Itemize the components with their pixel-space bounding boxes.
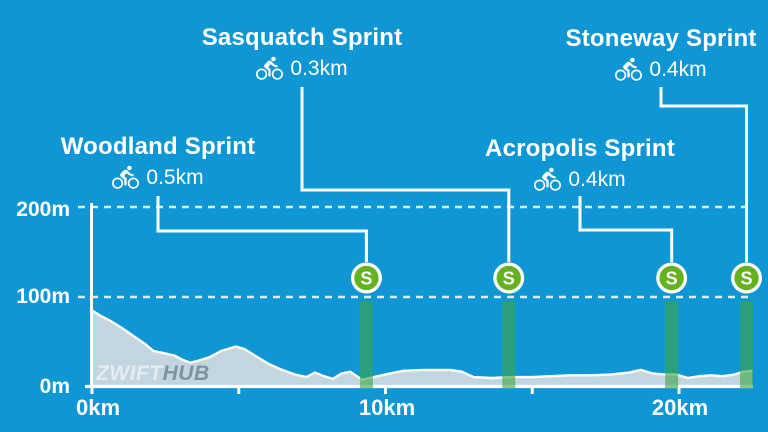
zwifthub-watermark: ZWIFTHUB <box>96 362 210 386</box>
sprint-length-row: 0.5km <box>0 164 318 191</box>
sprint-length: 0.3km <box>290 56 348 80</box>
x-axis-label-20km: 20km <box>651 395 709 420</box>
sprint-name: Acropolis Sprint <box>485 135 675 162</box>
sprint-length-row: 0.3km <box>142 55 462 82</box>
sprint-marker-letter: S <box>666 269 678 289</box>
sprint-bar <box>502 301 516 388</box>
sprint-name: Woodland Sprint <box>60 133 256 160</box>
sprint-bar <box>740 301 754 388</box>
sprint-callout-line <box>300 87 511 262</box>
sprint-marker <box>659 265 684 291</box>
sprint-length-row: 0.4km <box>501 56 768 83</box>
sprint-marker <box>354 265 379 291</box>
y-axis-label-200m: 200m <box>16 198 70 221</box>
sprint-marker <box>496 265 521 291</box>
sprint-marker-letter: S <box>360 269 372 289</box>
sprint-name: Stoneway Sprint <box>565 25 757 52</box>
x-axis-label-10km: 10km <box>358 395 416 420</box>
cyclist-icon <box>534 167 562 191</box>
sprint-length: 0.4km <box>649 57 707 81</box>
sprint-marker-letter: S <box>740 269 752 289</box>
cyclist-icon <box>112 165 140 189</box>
sprint-length: 0.5km <box>146 165 204 189</box>
y-axis-label-0m: 0m <box>39 375 70 398</box>
sprint-callout: Stoneway Sprint 0.4km <box>501 25 768 83</box>
sprint-callout-line <box>659 87 748 262</box>
sprint-callout: Woodland Sprint 0.5km <box>0 133 318 191</box>
sprint-name: Sasquatch Sprint <box>201 24 403 51</box>
sprint-marker <box>734 265 759 291</box>
cyclist-icon <box>615 57 643 81</box>
watermark-zwift-text: ZWIFT <box>96 362 163 385</box>
sprint-callout-line <box>156 196 368 262</box>
x-axis-label-0km: 0km <box>75 395 121 420</box>
y-axis-label-100m: 100m <box>16 285 70 308</box>
watermark-hub-text: HUB <box>162 362 210 385</box>
sprint-bar <box>359 301 373 388</box>
sprint-bar <box>665 301 679 388</box>
elevation-profile-area <box>92 310 753 387</box>
sprint-callout: Acropolis Sprint 0.4km <box>420 135 740 193</box>
sprint-marker-letter: S <box>503 269 515 289</box>
sprint-callout-line <box>578 196 674 262</box>
sprint-length-row: 0.4km <box>420 166 740 193</box>
cyclist-icon <box>256 56 284 80</box>
sprint-length: 0.4km <box>568 167 626 191</box>
sprint-callout: Sasquatch Sprint 0.3km <box>142 24 462 82</box>
